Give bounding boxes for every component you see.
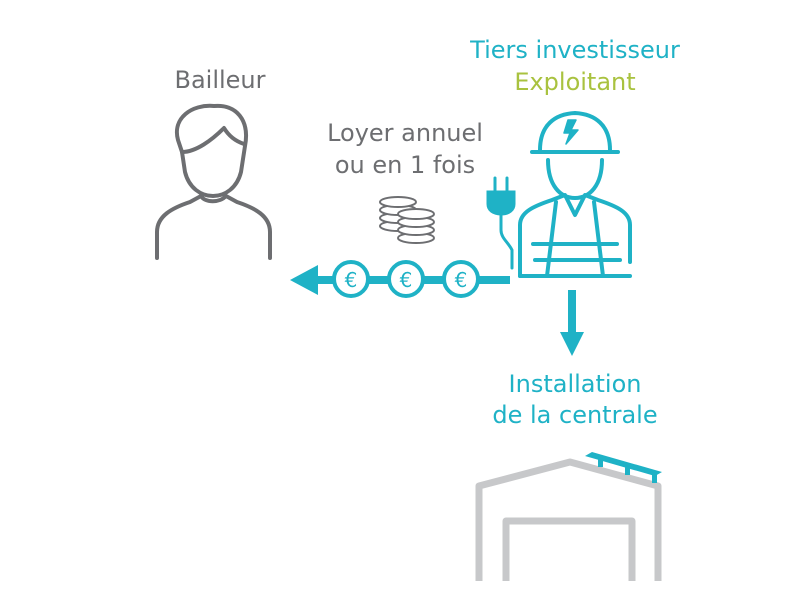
bailleur-label: Bailleur — [174, 66, 266, 94]
down-arrow — [560, 290, 584, 356]
euro-coin-icon: € — [442, 260, 480, 298]
tiers-investisseur-label: Tiers investisseur — [470, 36, 680, 64]
exploitant-label: Exploitant — [514, 68, 636, 96]
svg-text:€: € — [345, 268, 358, 292]
svg-text:€: € — [400, 268, 413, 292]
loyer-label-line2: ou en 1 fois — [334, 151, 476, 179]
loyer-label-line1: Loyer annuel — [327, 119, 483, 147]
worker-icon — [518, 111, 632, 278]
person-icon — [155, 103, 272, 260]
euro-coin-icon: € — [332, 260, 370, 298]
plug-icon — [486, 176, 516, 270]
svg-text:€: € — [455, 268, 468, 292]
euro-coin-icon: € — [387, 260, 425, 298]
installation-label-line2: de la centrale — [492, 401, 658, 429]
warehouse-icon — [475, 458, 662, 581]
coins-icon — [379, 196, 435, 244]
installation-label-line1: Installation — [508, 370, 642, 398]
solar-panel-icon — [585, 452, 662, 483]
